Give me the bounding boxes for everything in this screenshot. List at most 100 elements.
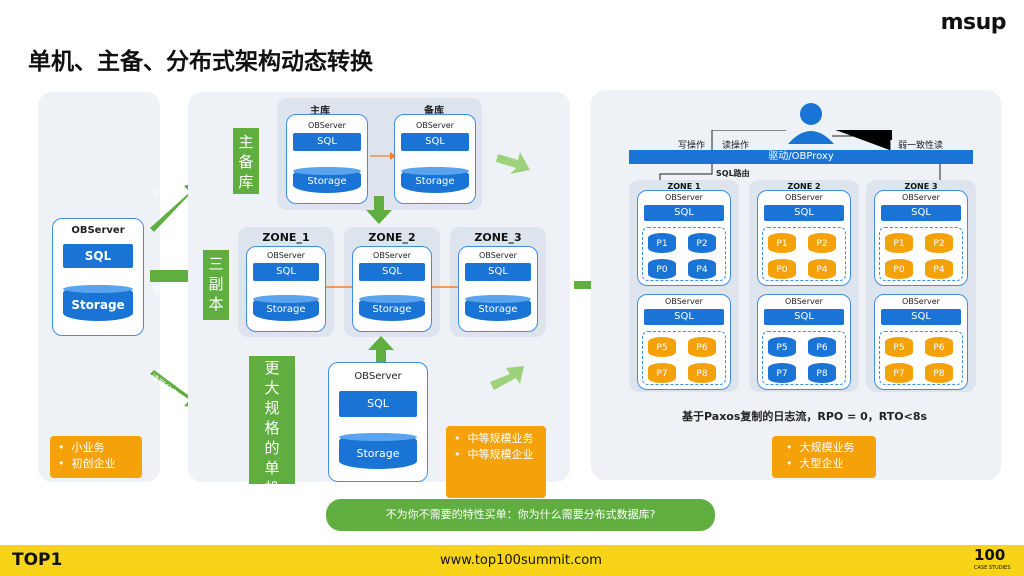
case-studies-text: CASE STUDIES [974,565,1011,571]
sql-bar: SQL [339,391,417,417]
observer-label: OBServer [373,251,411,260]
partition-p7: P7 [648,363,676,383]
partition-p2: P2 [688,233,716,253]
observer-label: OBServer [308,121,346,130]
weak-read-label: 弱一致性读 [898,141,944,151]
partition-p6: P6 [688,337,716,357]
large-tag: • 大规模业务 • 大型企业 [772,436,876,478]
primary-label: 主库 [310,106,330,117]
observer-label: OBServer [785,297,823,306]
partition-p5: P5 [885,337,913,357]
top100-logo: TOP1 [12,550,63,570]
partition-p8: P8 [808,363,836,383]
partition-p6: P6 [925,337,953,357]
sql-bar: SQL [293,133,361,151]
zone-label: ZONE_3 [474,231,522,244]
zone-label: ZONE_2 [368,231,416,244]
partition-group [762,227,846,281]
storage-cylinder: Storage [339,433,417,469]
zone-label: ZONE 3 [904,182,938,191]
observer-label: OBServer [267,251,305,260]
tag-item: • 大型企业 [786,457,844,470]
partition-p2: P2 [808,233,836,253]
sql-bar: SQL [881,205,961,221]
primary-observer: OBServer SQL Storage [286,114,368,204]
diag-arrow-up [490,366,524,390]
tag-item: • 中等规模企业 [454,448,534,461]
partition-p1: P1 [885,233,913,253]
partition-p7: P7 [768,363,796,383]
single-observer: OBServer SQL Storage [52,218,144,336]
storage-cylinder: Storage [359,295,425,321]
partition-group [642,227,726,281]
zone-observer: OBServer SQL Storage [246,246,326,332]
down-arrow [366,196,392,224]
three-replica-title: 三副本 [203,250,229,320]
page-title: 单机、主备、分布式架构动态转换 [28,49,373,75]
big-single-title: 更大规格的单机 [249,356,295,497]
footer-url[interactable]: www.top100summit.com [440,553,602,568]
proxy-bar: 驱动/OBProxy [629,150,973,164]
partition-p1: P1 [648,233,676,253]
sql-bar: SQL [465,263,531,281]
observer-label: OBServer [665,193,703,202]
observer-label: OBServer [354,371,402,382]
standby-observer: OBServer SQL Storage [394,114,476,204]
bottom-message: 不为你不需要的特性买单：你为什么需要分布式数据库? [326,499,715,531]
observer-label: OBServer [71,225,125,236]
observer-label: OBServer [902,297,940,306]
storage-cylinder: Storage [293,167,361,193]
partition-p4: P4 [925,259,953,279]
partition-p2: P2 [925,233,953,253]
vertical-label: 垂直扩展 [152,286,189,296]
partition-p8: P8 [688,363,716,383]
zone-observer: OBServer SQL Storage [352,246,432,332]
partition-p7: P7 [885,363,913,383]
replication-arrow [370,152,396,160]
medium-tag: • 中等规模业务 • 中等规模企业 [446,426,546,498]
zone-label: ZONE 1 [667,182,701,191]
primary-standby-title: 主备库 [233,128,259,194]
sql-bar: SQL [764,205,844,221]
tag-item: • 大规模业务 [786,441,855,454]
up-arrow [368,336,394,364]
tag-item: • 中等规模业务 [454,432,534,445]
observer-label: OBServer [479,251,517,260]
sql-bar: SQL [881,309,961,325]
partition-p5: P5 [648,337,676,357]
tag-item: • 小业务 [58,441,105,454]
msup-logo: msup [940,10,1007,35]
zone-label: ZONE_1 [262,231,310,244]
observer-label: OBServer [665,297,703,306]
partition-p8: P8 [925,363,953,383]
partition-group [879,227,963,281]
sql-bar: SQL [253,263,319,281]
big-observer: OBServer SQL Storage [328,362,428,482]
dist-lines [656,130,944,242]
partition-p1: P1 [768,233,796,253]
sql-bar: SQL [63,244,133,268]
write-label: 写操作 [678,141,706,151]
sql-bar: SQL [359,263,425,281]
paxos-caption: 基于Paxos复制的日志流，RPO = 0，RTO<8s [682,410,928,423]
zone-label: ZONE 2 [787,182,821,191]
tag-item: • 初创企业 [58,457,116,470]
partition-p0: P0 [885,259,913,279]
sql-bar: SQL [644,205,724,221]
zone-links [326,286,458,288]
zone-observer: OBServer SQL Storage [458,246,538,332]
standby-label: 备库 [424,106,444,117]
case-studies-logo: 100 [974,546,1006,564]
sql-bar: SQL [764,309,844,325]
partition-p5: P5 [768,337,796,357]
storage-cylinder: Storage [253,295,319,321]
sql-bar: SQL [644,309,724,325]
observer-label: OBServer [902,193,940,202]
partition-p4: P4 [688,259,716,279]
storage-cylinder: Storage [465,295,531,321]
